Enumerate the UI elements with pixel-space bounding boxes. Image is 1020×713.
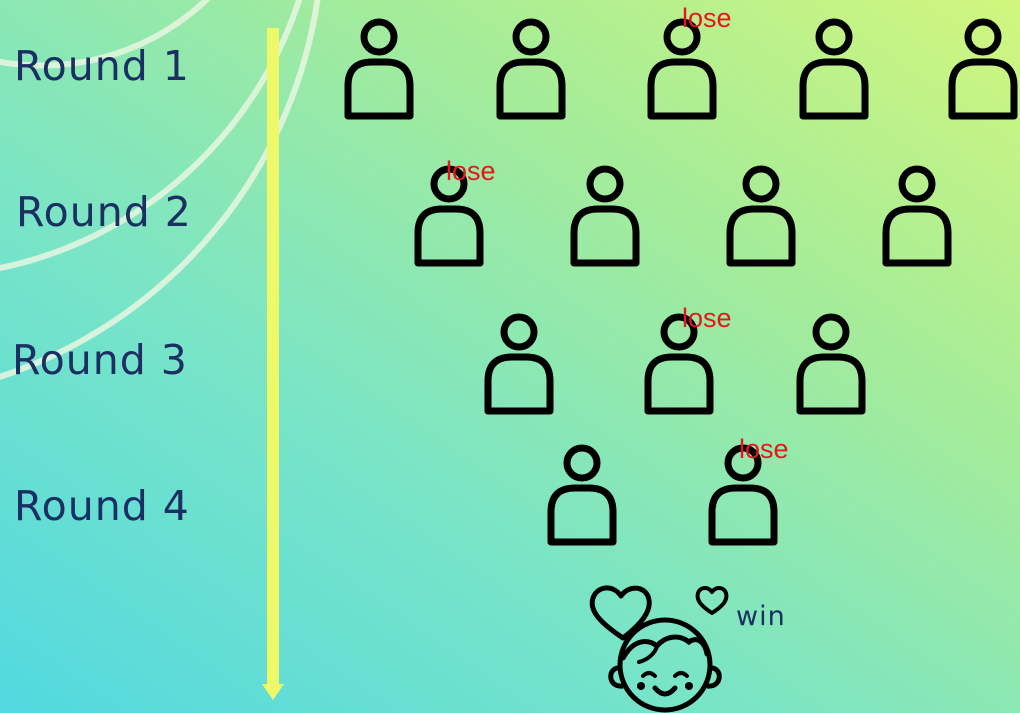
person-icon	[344, 18, 414, 120]
lose-label-round-4: lose	[739, 434, 789, 464]
lose-label-round-2: lose	[446, 156, 496, 186]
down-arrow-icon	[262, 28, 284, 700]
person-icon	[570, 165, 640, 267]
person-icon	[726, 165, 796, 267]
person-icon	[882, 165, 952, 267]
person-icon	[496, 18, 566, 120]
person-icon	[484, 313, 554, 415]
person-icon	[799, 18, 869, 120]
person-icon	[948, 18, 1018, 120]
winner-child-with-hearts-icon	[589, 585, 729, 713]
round-2-label: Round 2	[16, 188, 192, 236]
round-4-label: Round 4	[14, 482, 190, 530]
round-1-label: Round 1	[14, 42, 190, 90]
lose-label-round-3: lose	[682, 303, 732, 333]
person-icon	[414, 165, 484, 267]
lose-label-round-1: lose	[682, 3, 732, 33]
person-icon	[547, 444, 617, 546]
person-icon	[644, 313, 714, 415]
round-3-label: Round 3	[12, 336, 188, 384]
win-label: win	[736, 601, 786, 632]
person-icon	[796, 313, 866, 415]
person-icon	[647, 18, 717, 120]
person-icon	[708, 444, 778, 546]
